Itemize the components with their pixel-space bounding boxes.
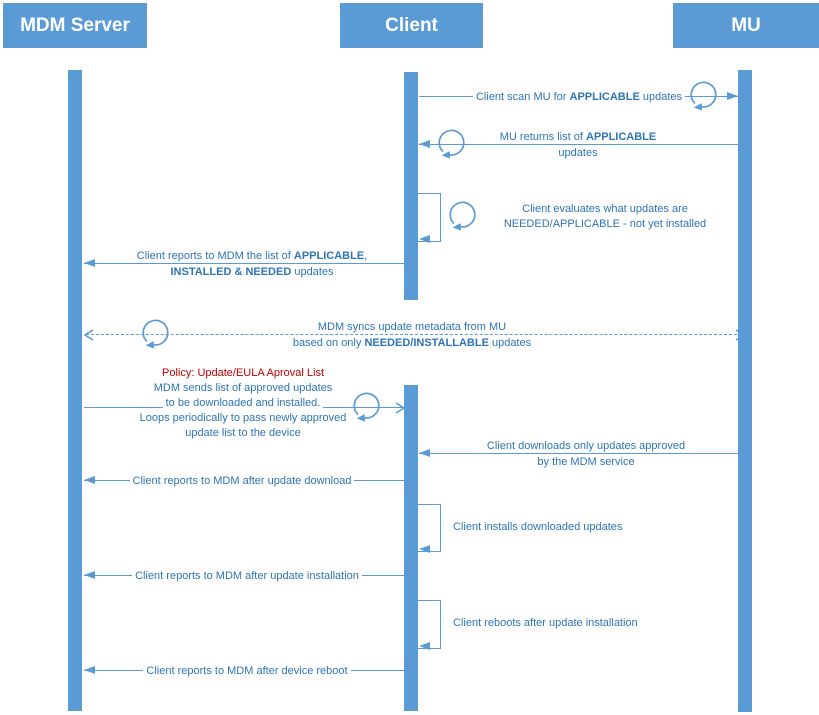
- message-line: [419, 453, 738, 454]
- arrowhead-left-icon: [84, 571, 95, 579]
- arrowhead-left-icon: [419, 642, 430, 650]
- message-label: Client evaluates what updates are NEEDED…: [503, 203, 707, 230]
- loop-arrow-icon: [449, 201, 476, 231]
- open-arrowhead-right-icon: [395, 402, 406, 414]
- message-label: Client downloads only updates approved b…: [466, 437, 706, 471]
- message-label: MDM syncs update metadata from MU based …: [262, 318, 562, 352]
- actor-box-mdm-server: MDM Server: [3, 3, 147, 48]
- message-line: [86, 334, 742, 335]
- loop-arrow-icon: [353, 392, 380, 422]
- message-label: Client scan MU for APPLICABLE updates: [468, 90, 690, 104]
- open-arrowhead-left-icon: [83, 329, 94, 341]
- message-label: Policy: Update/EULA Aproval List MDM sen…: [117, 366, 369, 441]
- loop-arrow-icon: [690, 81, 717, 111]
- policy-title: Policy: Update/EULA Aproval List: [117, 366, 369, 381]
- actor-box-client: Client: [340, 3, 483, 48]
- arrowhead-left-icon: [84, 259, 95, 267]
- arrowhead-left-icon: [419, 140, 430, 148]
- message-line: [84, 263, 404, 264]
- message-label: Client reports to MDM after update insta…: [107, 569, 387, 583]
- actor-label-mu: MU: [731, 14, 761, 36]
- actor-label-mdm-server: MDM Server: [20, 14, 130, 36]
- arrowhead-right-icon: [727, 92, 738, 100]
- loop-arrow-icon: [438, 129, 465, 159]
- message-label: Client reboots after update installation: [453, 617, 638, 629]
- message-label: Client installs downloaded updates: [453, 521, 623, 533]
- lifeline-client-lower: [404, 385, 418, 711]
- message-line: [419, 144, 738, 145]
- arrowhead-left-icon: [419, 545, 430, 553]
- message-label: Client reports to MDM after update downl…: [112, 474, 372, 488]
- arrowhead-left-icon: [84, 666, 95, 674]
- arrowhead-left-icon: [419, 449, 430, 457]
- arrowhead-left-icon: [84, 476, 95, 484]
- message-label: Client reports to MDM the list of APPLIC…: [112, 247, 392, 281]
- open-arrowhead-right-icon: [735, 329, 746, 341]
- arrowhead-left-icon: [419, 235, 430, 243]
- message-label: Client reports to MDM after device reboo…: [117, 664, 377, 678]
- loop-arrow-icon: [142, 319, 169, 349]
- lifeline-client-upper: [404, 72, 418, 300]
- message-label: MU returns list of APPLICABLE updates: [478, 128, 678, 162]
- lifeline-mu: [738, 70, 752, 712]
- actor-box-mu: MU: [673, 3, 819, 48]
- actor-label-client: Client: [385, 14, 438, 36]
- lifeline-mdm-server: [68, 70, 82, 711]
